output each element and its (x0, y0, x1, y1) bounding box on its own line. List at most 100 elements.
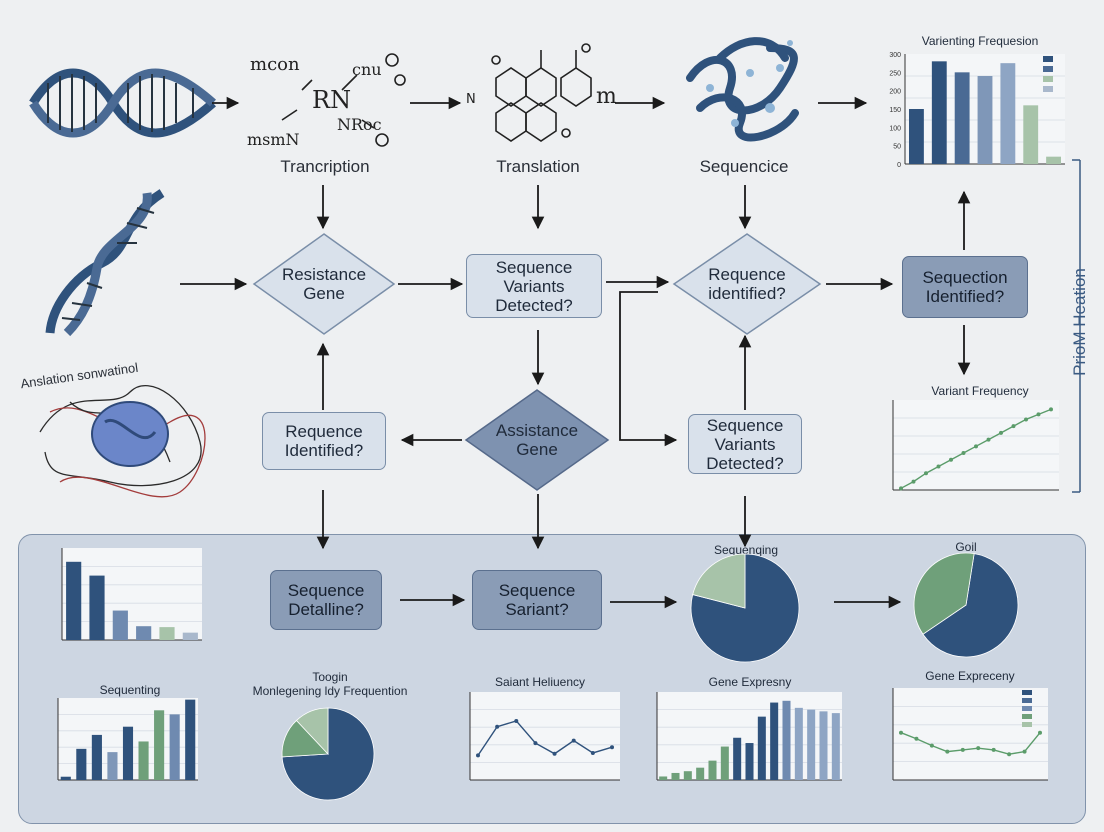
label-sequencing: Sequencice (699, 157, 789, 176)
protein-structure-icon (686, 37, 799, 142)
decision-requence-identified: Requence identified? (672, 232, 822, 336)
label-transcription: Trancription (280, 157, 370, 176)
bottom_bar_1-bar (60, 776, 71, 780)
right_line-point (999, 430, 1003, 435)
right_line-point (949, 457, 953, 462)
top_right_bar-y-tick-label: 150 (889, 107, 901, 114)
top_right_bar-legend-swatch (1043, 86, 1053, 92)
bottom_bar_1-bar (91, 734, 102, 780)
bottom_bar_1-bar (185, 699, 196, 780)
right_line-point (1049, 407, 1053, 412)
top_right_bar-legend-swatch (1043, 56, 1053, 62)
svg-text:msmN: msmN (247, 130, 300, 149)
bottom_left_bar-bar (66, 561, 82, 640)
bottom_line_1-point (552, 751, 557, 756)
top_right_bar-legend-swatch (1043, 66, 1053, 72)
bottom_bar_2-bar (807, 709, 816, 780)
right_line-point (899, 486, 903, 491)
bottom_line_2-point (899, 730, 903, 735)
bottom_left_bar-bar (182, 632, 198, 640)
bottom_left_bar-bar (159, 627, 175, 640)
bottom_line_2-legend-swatch (1022, 714, 1032, 719)
title-pie-sequencing: Sequenqing (713, 543, 779, 557)
top_right_bar-bar (1000, 63, 1016, 164)
right_line-point (936, 464, 941, 469)
bottom_bar_2-bar (671, 772, 680, 780)
title-bottom-line-1: Saiant Heliuency (494, 675, 586, 689)
bottom_line_2-legend-swatch (1022, 706, 1032, 711)
bottom_line_2-point (991, 747, 996, 752)
right_line-point (986, 437, 991, 442)
bottom_line_1-point (590, 750, 595, 755)
bottom_line_2-plot-bg (893, 688, 1048, 780)
bottom_line_2-point (1007, 752, 1012, 757)
title-top-right-bar: Varienting Frequesion (921, 34, 1039, 48)
top_right_bar-bar (931, 61, 947, 165)
decision-requence-identified-text: Requence identified? (708, 265, 786, 303)
pie_goil-slice (922, 553, 1019, 658)
svg-text:NRoc: NRoc (337, 115, 382, 134)
bottom_bar_1-bar (154, 710, 165, 780)
bottom_line_2-legend-swatch (1022, 698, 1032, 703)
bottom_bar_2-bar (757, 716, 766, 780)
svg-text:cnu: cnu (352, 60, 382, 79)
top_right_bar-bar (909, 109, 924, 164)
top_right_bar-bar (1023, 105, 1039, 164)
bottom_line_1-point (610, 745, 614, 750)
bottom_bar_1-bar (76, 748, 87, 780)
protein-fold-icon (39, 385, 206, 498)
bottom_bar_2-bar (794, 707, 803, 780)
title-right-line: Variant Frequency (931, 384, 1029, 398)
dna-helix-top-icon (29, 68, 216, 138)
bottom_bar_2-bar (720, 746, 729, 780)
bottom_line_1-point (514, 718, 519, 723)
bottom_bar_2-bar (733, 737, 742, 780)
amino-acid-chain-icon: N m (466, 43, 616, 142)
node-sequence-variants-detected-2: Sequence Variants Detected? (688, 414, 802, 474)
decision-resistance-gene-text: Resistance Gene (281, 265, 367, 303)
node-sequence-variants-detected-1: Sequence Variants Detected? (466, 254, 602, 318)
decision-assistance-gene: Assistance Gene (464, 388, 610, 492)
bottom_bar_2-bar (683, 771, 692, 780)
bottom_line_1-point (476, 753, 480, 758)
bottom_line_1-series-line (477, 720, 613, 756)
bottom_bar_2-bar (708, 760, 717, 780)
svg-text:N: N (466, 92, 476, 107)
bottom_line_2-point (1038, 730, 1042, 735)
bottom_line_2-point (914, 736, 919, 741)
right_line-point (911, 479, 916, 484)
bottom_bar_2-bar (659, 776, 668, 780)
title-bottom-bar-2: Gene Expresny (708, 675, 792, 689)
top_right_bar-y-tick-label: 0 (897, 162, 901, 169)
right_line-point (961, 451, 966, 456)
bottom_bar_1-bar (122, 726, 134, 780)
top_right_bar-legend-swatch (1043, 76, 1053, 82)
top_right_bar-y-tick-label: 250 (889, 70, 901, 77)
bottom_bar_2-bar (745, 743, 754, 780)
bottom_bar_1-bar (138, 741, 149, 780)
bottom_bar_1-bar (107, 752, 118, 780)
label-translation: Translation (496, 157, 580, 176)
decision-resistance-gene: Resistance Gene (252, 232, 396, 336)
top_right_bar-bar (1046, 156, 1061, 164)
bottom_line_2-legend-swatch (1022, 722, 1032, 727)
bottom_line_2-series-line (900, 732, 1041, 755)
pie_sequencing-slice (692, 553, 746, 609)
bottom_line_2-point (929, 743, 934, 748)
bottom_bar_2-bar (696, 767, 705, 780)
bottom_bar_2-bar (819, 711, 828, 780)
bottom_line_2-point (945, 749, 950, 754)
bottom_line_1-point (495, 724, 500, 729)
node-sequence-detailing: Sequence Detalline? (270, 570, 382, 630)
title-bottom-pie-1: Toogin Monlegening ldy Frequention (252, 670, 408, 698)
bottom_left_bar-bar (89, 575, 105, 640)
node-sequence-sariant: Sequence Sariant? (472, 570, 602, 630)
svg-text:m: m (596, 84, 616, 109)
right_line-point (1036, 412, 1041, 417)
dna-helix-left-icon (45, 189, 165, 337)
bottom_line_1-point (571, 738, 576, 743)
pie_goil-slice (913, 552, 975, 635)
